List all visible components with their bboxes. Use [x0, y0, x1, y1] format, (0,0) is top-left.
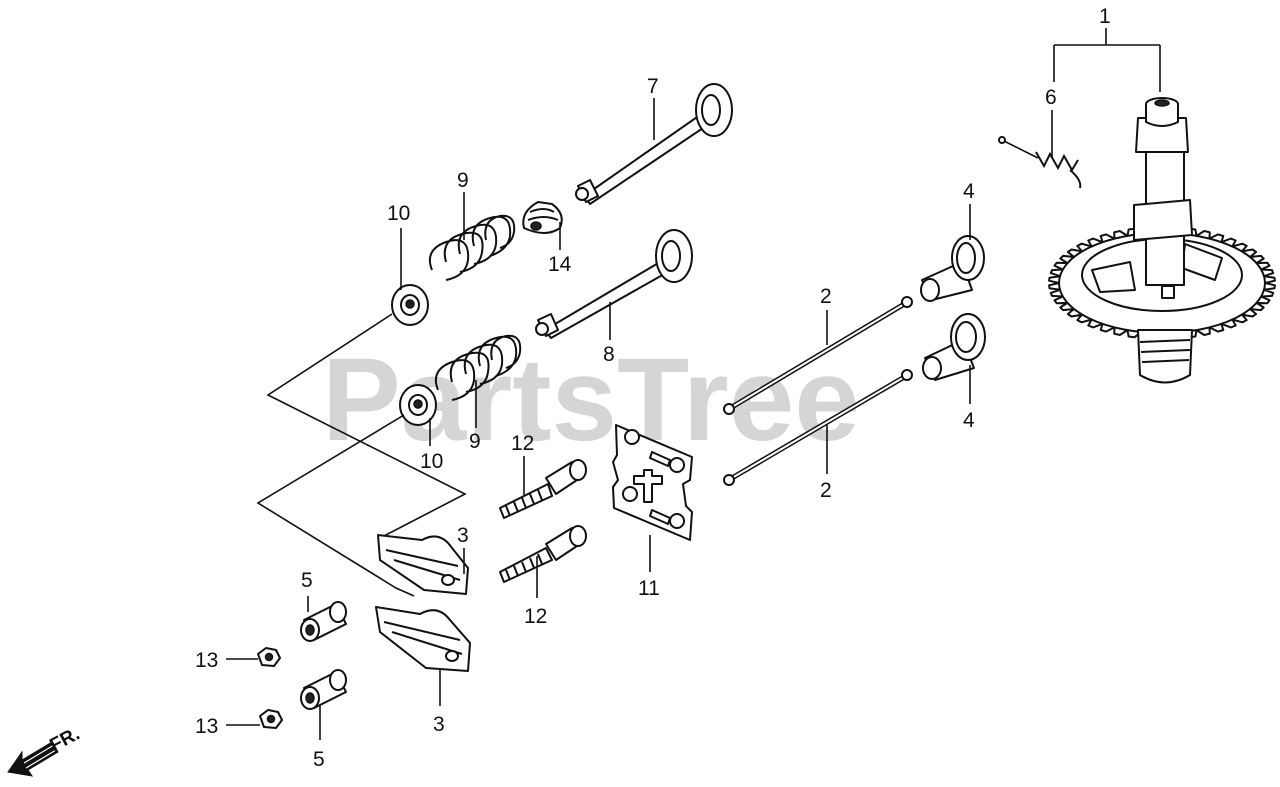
valve-spring-retainer-upper[interactable] [391, 284, 429, 326]
callout-9-lower: 9 [469, 430, 481, 453]
cam-lobe-lower [1133, 199, 1193, 241]
spring-coils [1035, 151, 1079, 172]
callout-labels: 1 6 7 9 10 14 4 2 8 4 9 10 12 2 3 5 11 1… [195, 5, 1111, 771]
callout-4-upper: 4 [963, 180, 975, 203]
valve-lifter-lower[interactable] [922, 313, 986, 381]
callout-1: 1 [1099, 5, 1111, 28]
callout-9-upper: 9 [457, 169, 469, 192]
rocker-arm-pivot-upper[interactable] [300, 601, 347, 642]
valve-stem-seal[interactable] [522, 201, 563, 234]
valve-lifter-upper[interactable] [920, 235, 985, 302]
callout-7: 7 [647, 75, 659, 98]
valve-spring-upper[interactable] [428, 214, 516, 281]
rocker-arm-pivot-lower[interactable] [300, 669, 347, 710]
callout-2-upper: 2 [820, 285, 832, 308]
exhaust-valve[interactable] [575, 83, 733, 205]
callout-12-lower: 12 [524, 605, 547, 628]
valve-spring-lower[interactable] [434, 334, 522, 401]
callout-3-upper: 3 [457, 524, 469, 547]
callout-2-lower: 2 [820, 479, 832, 502]
callout-11: 11 [638, 577, 660, 600]
camshaft-assembly[interactable] [1048, 97, 1276, 384]
leader-lines [226, 28, 1161, 740]
callout-6: 6 [1045, 86, 1057, 109]
intake-valve[interactable] [535, 229, 693, 339]
rocker-arm-stud-lower[interactable] [499, 525, 587, 583]
rocker-arm-nut-upper[interactable] [257, 647, 281, 667]
callout-5-upper: 5 [301, 569, 313, 592]
rocker-arm-stud-upper[interactable] [499, 459, 587, 519]
camshaft-worm-gear [1137, 329, 1193, 384]
rocker-arm-lower[interactable] [375, 606, 471, 672]
camshaft-top-journal-body [1145, 104, 1179, 127]
callout-10-lower: 10 [420, 450, 443, 473]
push-rod-lower[interactable] [723, 369, 913, 486]
push-rod-upper[interactable] [723, 296, 913, 415]
rocker-arm-upper[interactable] [377, 534, 469, 595]
callout-4-lower: 4 [963, 409, 975, 432]
push-rod-guide-plate[interactable] [612, 424, 693, 541]
callout-12-upper: 12 [511, 432, 534, 455]
decompressor-spring[interactable] [998, 136, 1082, 189]
leader-retainer-upper-to-rocker [266, 313, 467, 538]
front-direction-indicator: FR. [7, 724, 83, 777]
valve-spring-retainer-lower[interactable] [399, 384, 437, 426]
worm-threads [1139, 339, 1191, 363]
callout-13-lower: 13 [195, 715, 218, 738]
governor-weight-left [1091, 261, 1136, 293]
callout-5-lower: 5 [313, 748, 325, 771]
callout-13-upper: 13 [195, 649, 218, 672]
front-arrow-hatching [23, 744, 57, 769]
callout-3-lower: 3 [433, 713, 445, 736]
callout-10-upper: 10 [387, 202, 410, 225]
camshaft-top-bore [1154, 99, 1170, 107]
leader-retainer-lower-to-rocker [256, 414, 415, 597]
rocker-arm-nut-lower[interactable] [259, 709, 283, 729]
callout-8: 8 [603, 343, 615, 366]
camshaft-pin [1161, 285, 1175, 299]
callout-14: 14 [548, 253, 572, 276]
